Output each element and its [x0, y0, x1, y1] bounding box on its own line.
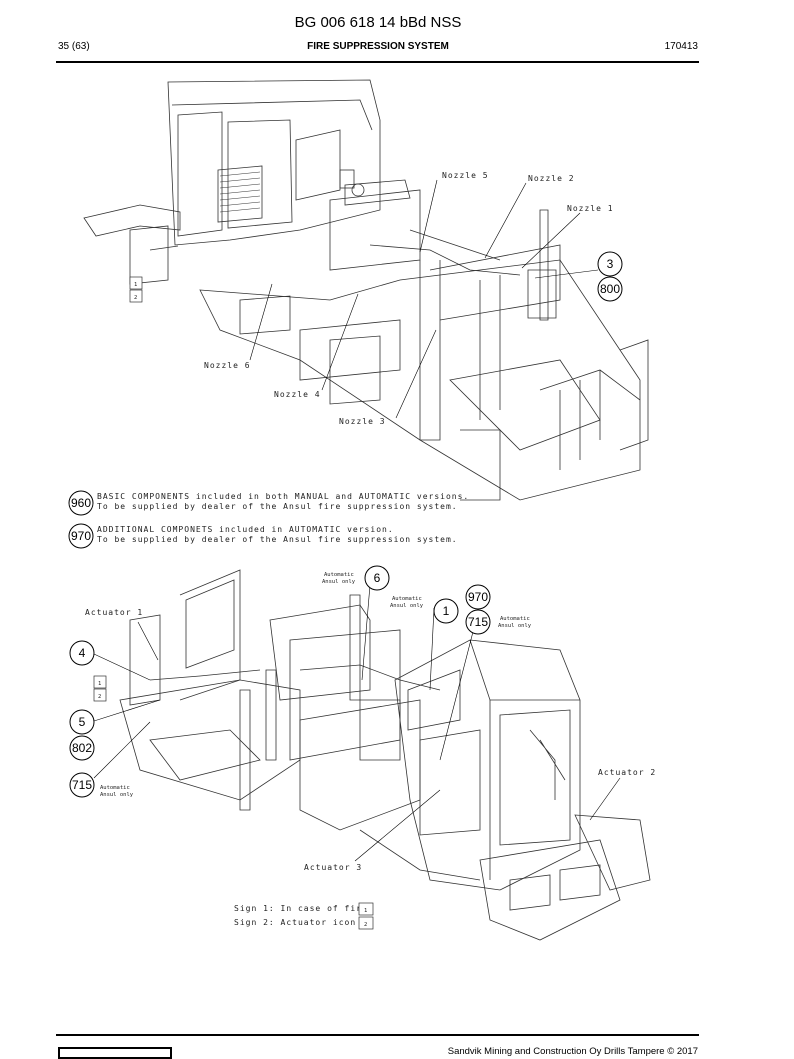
sign-legend-box-1: 1: [364, 908, 367, 914]
callout-1: 1: [433, 598, 459, 624]
sign-legend-box-2: 2: [364, 922, 367, 928]
bottom-sign-1: 1: [98, 681, 101, 687]
legend-960-text: 960: [71, 496, 91, 510]
footer-rule: [56, 1034, 699, 1036]
callout-5: 5: [69, 709, 95, 735]
callout-802: 802: [69, 735, 95, 761]
callout-6-text: 6: [374, 571, 381, 585]
callout-4: 4: [69, 640, 95, 666]
label-actuator-1: Actuator 1: [85, 608, 143, 617]
auto-note-4-line1: Automatic: [100, 785, 130, 791]
top-sign-1: 1: [134, 282, 137, 288]
label-nozzle-1: Nozzle 1: [567, 204, 614, 213]
top-sign-2: 2: [134, 295, 137, 301]
callout-715-top: 715: [465, 609, 491, 635]
auto-note-3-line2: Ansul only: [498, 623, 532, 629]
top-sign-box: 1 2: [129, 276, 143, 303]
callout-6: 6: [364, 565, 390, 591]
label-nozzle-2: Nozzle 2: [528, 174, 575, 183]
section-title: FIRE SUPPRESSION SYSTEM: [307, 41, 449, 52]
callout-802-text: 802: [72, 741, 92, 755]
callout-3: 3: [597, 251, 623, 277]
footer-copyright: Sandvik Mining and Construction Oy Drill…: [447, 1046, 698, 1057]
auto-note-1-line2: Ansul only: [322, 579, 356, 585]
label-nozzle-3: Nozzle 3: [339, 417, 386, 426]
callout-970-bottom-text: 970: [468, 590, 488, 604]
bottom-sign-box: 1 2: [93, 675, 107, 702]
header-rule: [56, 61, 699, 63]
legend-970-text: 970: [71, 529, 91, 543]
callout-970-bottom: 970: [465, 584, 491, 610]
label-nozzle-5: Nozzle 5: [442, 171, 489, 180]
legend-970: 970: [68, 523, 94, 549]
auto-note-2-line2: Ansul only: [390, 603, 424, 609]
legend-additional-line2: To be supplied by dealer of the Ansul fi…: [97, 535, 458, 544]
page-number: 35 (63): [58, 41, 90, 52]
auto-note-3-line1: Automatic: [500, 616, 530, 622]
callout-800-text: 800: [600, 282, 620, 296]
callout-1-text: 1: [443, 604, 450, 618]
bottom-machine-illustration: [119, 569, 651, 941]
date-code: 170413: [664, 41, 698, 52]
auto-note-1-line1: Automatic: [324, 572, 354, 578]
top-leader-lines: [249, 179, 599, 419]
company-logo: [58, 1047, 172, 1059]
label-nozzle-6: Nozzle 6: [204, 361, 251, 370]
label-actuator-3: Actuator 3: [304, 863, 362, 872]
sign-legend-boxes: 1 2: [358, 902, 374, 930]
callout-715-bottom: 715: [69, 772, 95, 798]
bottom-sign-2: 2: [98, 694, 101, 700]
label-nozzle-4: Nozzle 4: [274, 390, 321, 399]
legend-960: 960: [68, 490, 94, 516]
bottom-leader-lines: [93, 584, 621, 862]
callout-715-top-text: 715: [468, 615, 488, 629]
auto-note-2-line1: Automatic: [392, 596, 422, 602]
callout-5-text: 5: [79, 715, 86, 729]
top-machine-illustration: [83, 79, 649, 501]
auto-note-4-line2: Ansul only: [100, 792, 134, 798]
sign-legend-2: Sign 2: Actuator icon: [234, 918, 356, 927]
callout-4-text: 4: [79, 646, 86, 660]
sign-legend-1: Sign 1: In case of fire: [234, 904, 368, 913]
callout-800: 800: [597, 276, 623, 302]
document-title: BG 006 618 14 bBd NSS: [294, 14, 462, 31]
label-actuator-2: Actuator 2: [598, 768, 656, 777]
legend-additional-line1: ADDITIONAL COMPONETS included in AUTOMAT…: [97, 525, 394, 534]
callout-3-text: 3: [607, 257, 614, 271]
legend-basic-line1: BASIC COMPONENTS included in both MANUAL…: [97, 492, 469, 501]
legend-basic-line2: To be supplied by dealer of the Ansul fi…: [97, 502, 458, 511]
callout-715-bottom-text: 715: [72, 778, 92, 792]
